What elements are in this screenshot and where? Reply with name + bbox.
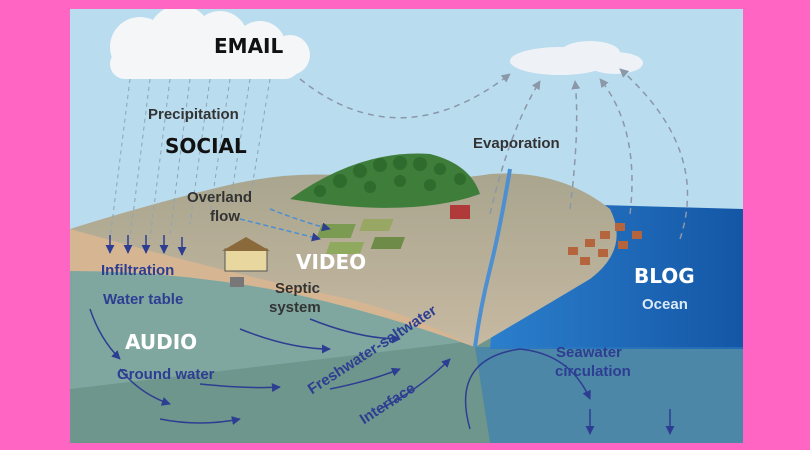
evaporation-cloud	[510, 41, 643, 75]
coastal-town	[568, 223, 642, 265]
farm-fields	[316, 219, 406, 254]
seawater-zone	[475, 347, 743, 443]
septic-tank	[230, 277, 244, 287]
precipitation-lines	[109, 78, 271, 240]
soil-band	[70, 229, 475, 347]
overland-flow-label-line1: Overland	[187, 189, 253, 206]
seawater-label-line1: Seawater	[556, 344, 622, 361]
ground-water-label: Ground water	[117, 366, 215, 383]
forest-hill	[290, 153, 480, 208]
water-table-label: Water table	[103, 291, 184, 308]
overland-flow-arrows	[239, 208, 331, 242]
water-cycle-diagram: Precipitation Evaporation Overland flow …	[70, 9, 743, 443]
audio-label: AUDIO	[125, 330, 198, 354]
house	[224, 248, 268, 272]
overland-flow-label-line2: flow	[210, 208, 240, 225]
diagram-illustration	[70, 9, 743, 443]
river	[473, 168, 512, 348]
septic-label-line1: Septic	[275, 280, 321, 297]
ocean-label: Ocean	[642, 296, 688, 313]
blog-label: BLOG	[634, 264, 695, 288]
social-label: SOCIAL	[165, 134, 247, 158]
evaporation-arrows	[299, 68, 689, 240]
land-surface	[70, 173, 617, 347]
infiltration-arrows	[105, 235, 187, 256]
evaporation-label: Evaporation	[473, 135, 560, 152]
rain-cloud	[110, 9, 310, 79]
video-label: VIDEO	[296, 250, 367, 274]
seawater-circulation-arrow	[464, 348, 591, 430]
septic-label-line2: system	[269, 299, 321, 316]
email-label: EMAIL	[214, 34, 284, 58]
precipitation-label: Precipitation	[148, 106, 239, 123]
infiltration-label: Infiltration	[101, 262, 175, 279]
groundwater-flow-arrows	[89, 308, 451, 425]
seawater-label-line2: circulation	[555, 363, 631, 380]
barn	[450, 205, 470, 219]
